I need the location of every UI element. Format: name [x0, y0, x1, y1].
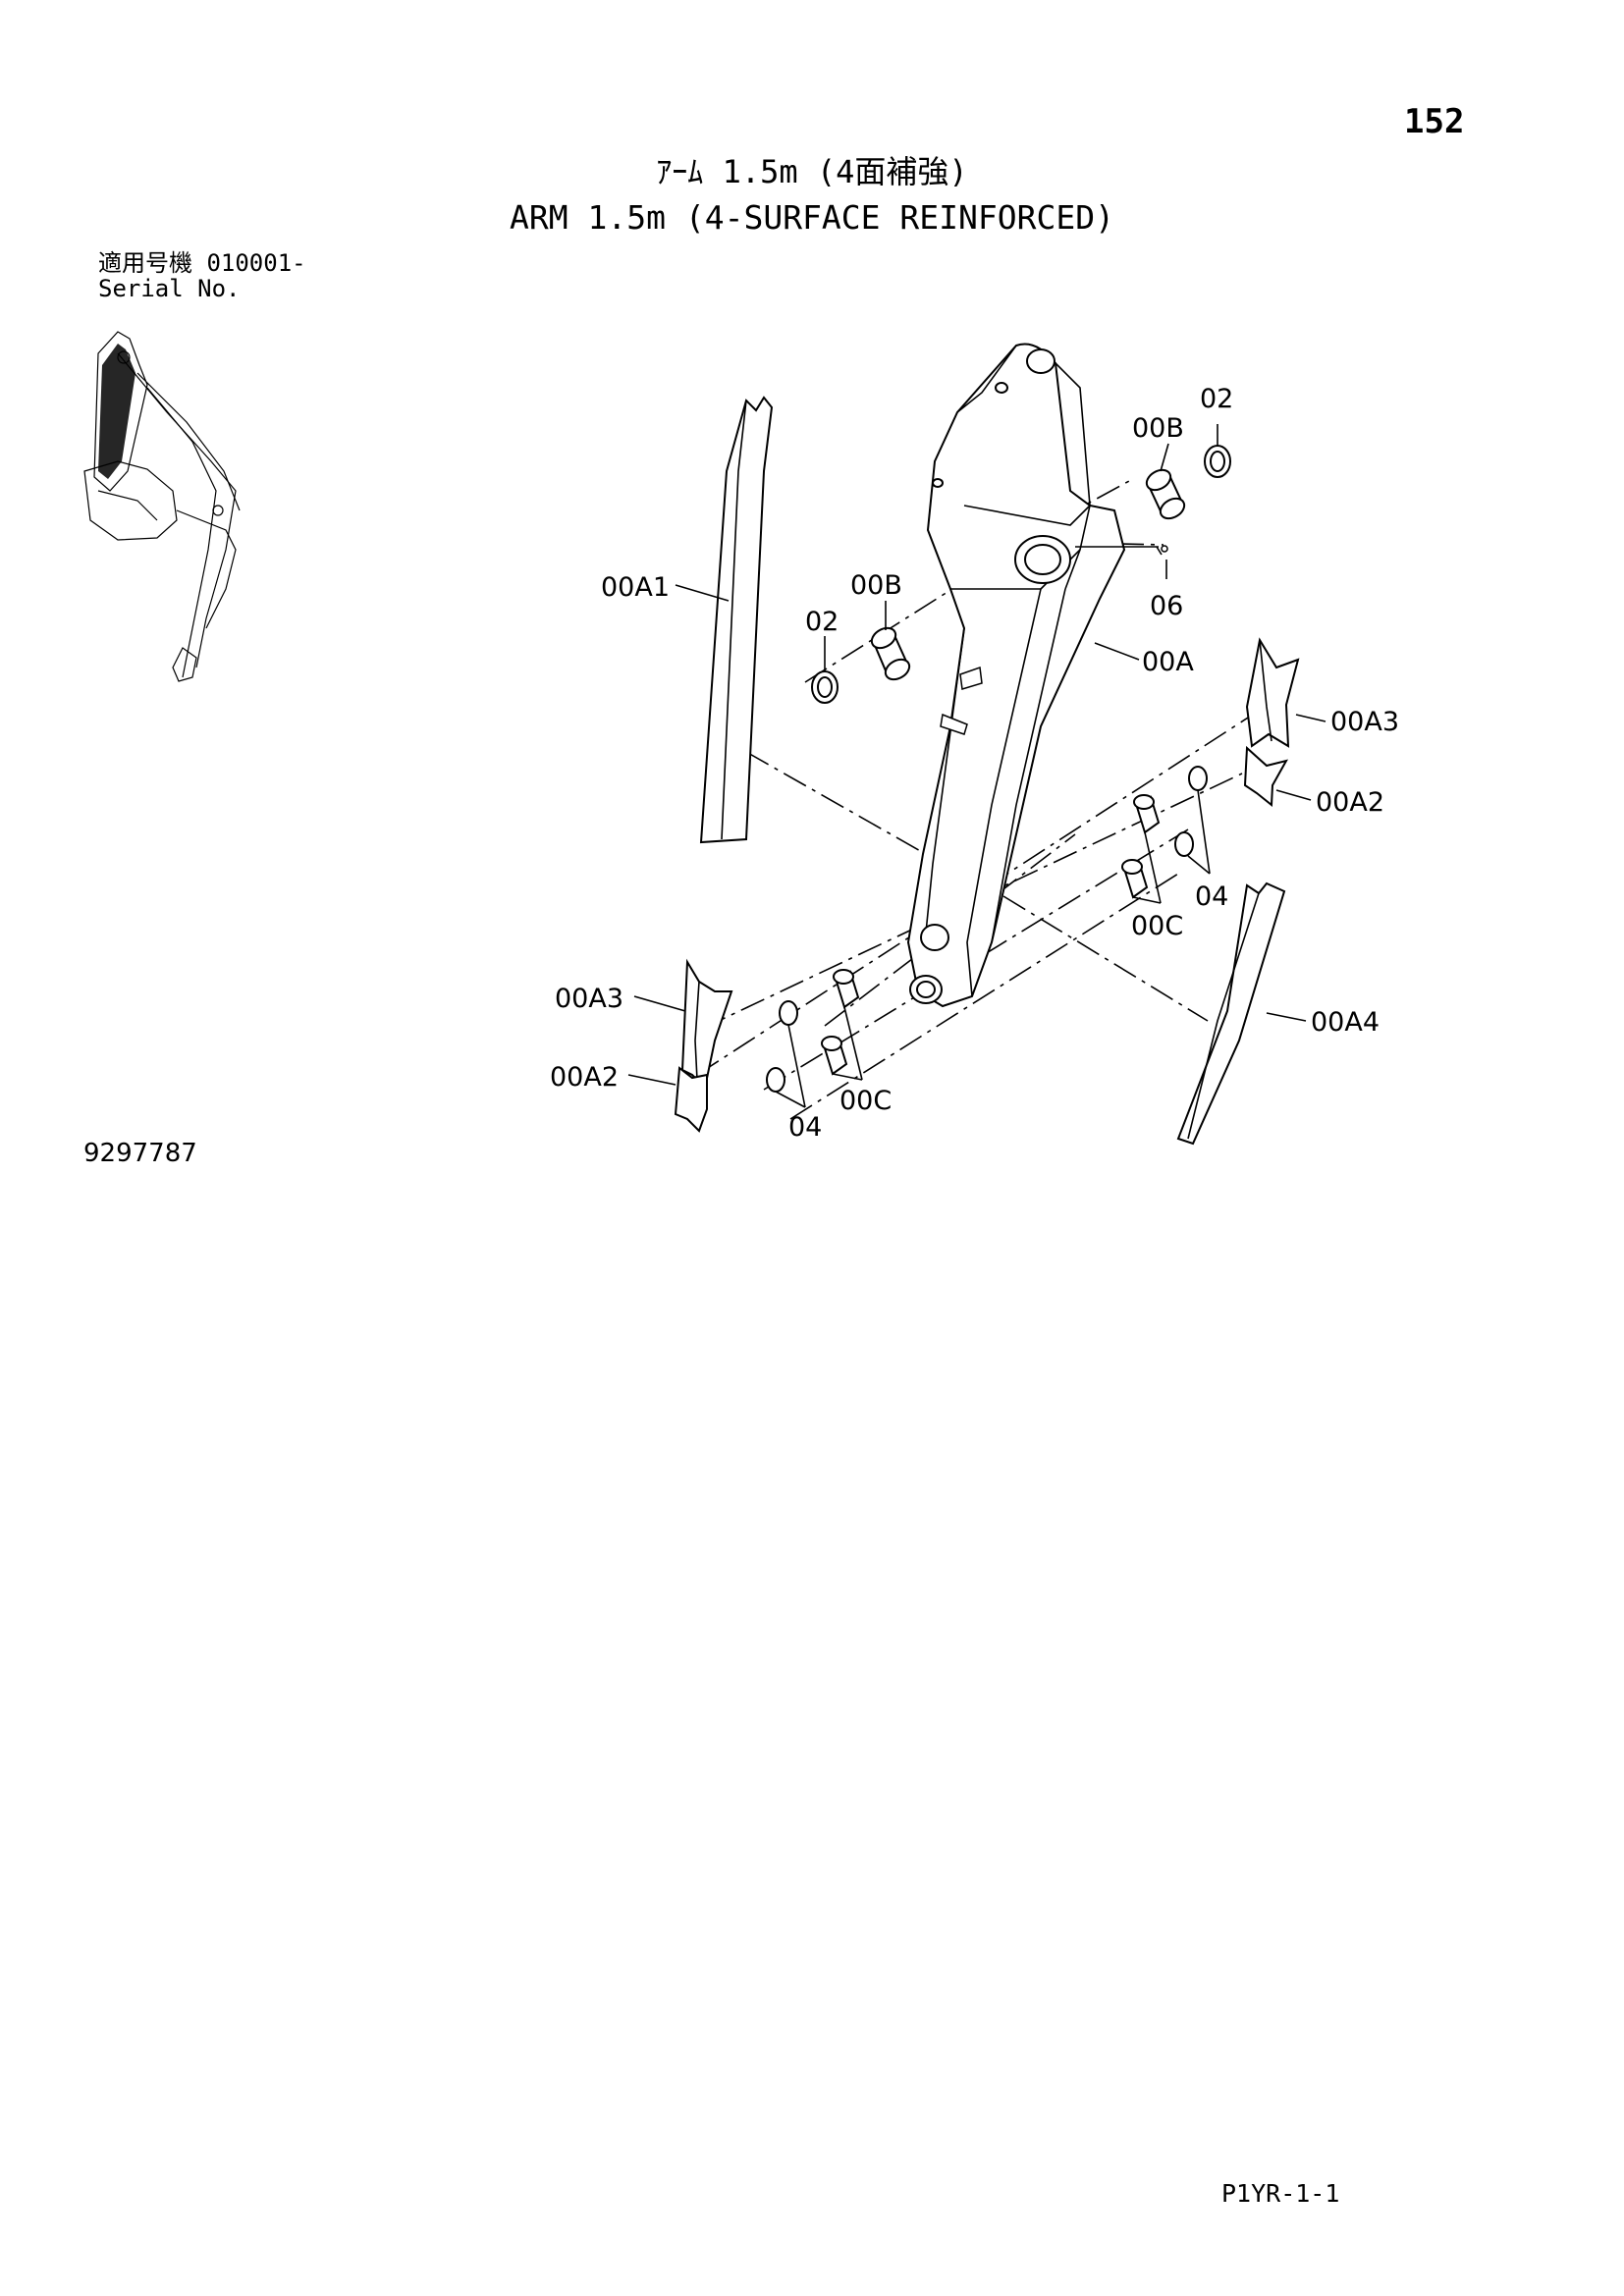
bushings-00C-left [821, 969, 860, 1076]
title-japanese: ｱｰﾑ 1.5m (4面補強) [656, 153, 968, 190]
seals-04-right [1174, 766, 1208, 857]
callout-06: 06 [1150, 591, 1183, 621]
callout-04-right: 04 [1195, 881, 1228, 912]
plate-00A3-right [1245, 637, 1300, 748]
title-english: ARM 1.5m (4-SURFACE REINFORCED) [510, 198, 1114, 237]
callout-04-left: 04 [788, 1112, 822, 1143]
callout-00B-left: 00B [850, 570, 902, 601]
callout-02-left: 02 [805, 607, 839, 637]
callout-00B-top: 00B [1132, 413, 1184, 444]
callout-00A2-right: 00A2 [1316, 787, 1384, 818]
callout-00A1: 00A1 [601, 572, 670, 603]
serial-japanese: 適用号機 010001- [98, 249, 306, 277]
callout-00A3-right: 00A3 [1330, 707, 1399, 737]
plate-00A2-left [674, 1066, 708, 1133]
serial-block: 適用号機 010001- Serial No. [98, 250, 306, 301]
bushing-00B-top [1145, 468, 1186, 520]
plate-00A3-left [680, 958, 733, 1091]
location-thumbnail [83, 331, 241, 682]
callout-00A: 00A [1142, 647, 1194, 677]
plate-00A2-right [1243, 745, 1289, 808]
document-code: 9297787 [83, 1139, 197, 1168]
plate-00A1 [699, 396, 774, 844]
callout-labels: 02 00B 00A1 00B 02 06 00A 00A3 00A2 04 0… [550, 384, 1399, 1143]
callout-00C-left: 00C [839, 1086, 892, 1116]
callout-00A4: 00A4 [1311, 1007, 1380, 1038]
callout-00A3-left: 00A3 [555, 984, 623, 1014]
plate-00A4 [1176, 881, 1286, 1146]
page-number: 152 [1404, 102, 1465, 141]
callout-00C-right: 00C [1131, 911, 1183, 941]
arm-main-body [906, 343, 1168, 1008]
leader-lines [627, 424, 1326, 1108]
serial-english: Serial No. [98, 275, 241, 302]
callout-02-top: 02 [1200, 384, 1233, 414]
bushings-00C-right [1121, 794, 1161, 899]
callout-00A2-left: 00A2 [550, 1062, 619, 1093]
seal-02-left [811, 670, 839, 704]
seals-04-left [766, 1000, 798, 1093]
bushing-00B-left [870, 626, 911, 681]
reference-code: P1YR-1-1 [1221, 2179, 1340, 2208]
seal-02-top [1204, 445, 1231, 478]
